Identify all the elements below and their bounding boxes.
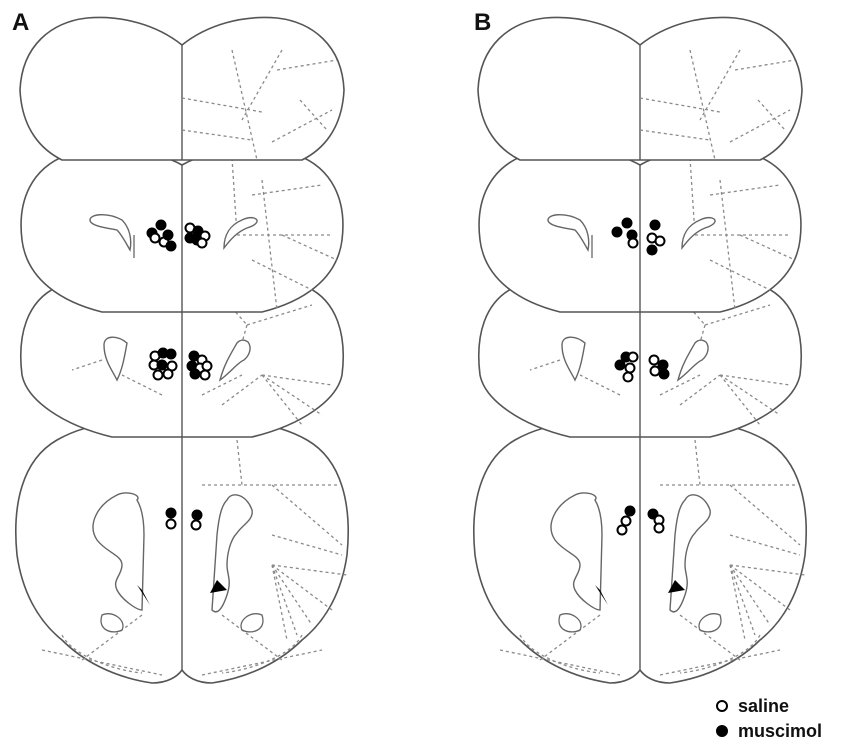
marker-saline (190, 519, 202, 531)
marker-muscimol (611, 226, 623, 238)
marker-muscimol (165, 348, 177, 360)
marker-muscimol (156, 359, 168, 371)
marker-muscimol (165, 507, 177, 519)
legend-muscimol-icon (716, 725, 728, 737)
marker-muscimol (155, 219, 167, 231)
panel-a-sections (14, 16, 350, 684)
marker-muscimol (614, 359, 626, 371)
marker-saline (162, 368, 174, 380)
panel-b-section-2 (478, 148, 802, 313)
panel-label-a: A (12, 9, 29, 36)
marker-saline (616, 524, 628, 536)
marker-saline (196, 237, 208, 249)
marker-saline (152, 369, 164, 381)
marker-saline (620, 515, 632, 527)
marker-muscimol (191, 509, 203, 521)
marker-saline (627, 237, 639, 249)
injection-sites (146, 217, 670, 536)
panel-b-section-4 (472, 421, 808, 684)
marker-saline (165, 518, 177, 530)
marker-saline (149, 232, 161, 244)
panel-a-section-1 (19, 16, 345, 161)
marker-saline (201, 360, 213, 372)
legend: saline muscimol (716, 696, 822, 741)
marker-saline (653, 522, 665, 534)
marker-saline (627, 351, 639, 363)
panel-label-b: B (474, 9, 491, 36)
marker-muscimol (649, 219, 661, 231)
marker-muscimol (657, 359, 669, 371)
marker-saline (654, 235, 666, 247)
panel-a-section-4 (14, 421, 350, 684)
marker-muscimol (624, 505, 636, 517)
marker-saline (199, 369, 211, 381)
legend-muscimol-label: muscimol (738, 721, 822, 741)
panel-b-sections (472, 16, 808, 684)
marker-saline (624, 362, 636, 374)
marker-muscimol (621, 217, 633, 229)
marker-muscimol (165, 240, 177, 252)
legend-saline-label: saline (738, 696, 789, 716)
marker-saline (648, 354, 660, 366)
marker-muscimol (646, 244, 658, 256)
legend-saline-icon (716, 700, 728, 712)
marker-saline (649, 365, 661, 377)
marker-muscimol (658, 368, 670, 380)
marker-muscimol (189, 368, 201, 380)
marker-saline (622, 371, 634, 383)
marker-muscimol (162, 229, 174, 241)
panel-b-section-1 (477, 16, 803, 161)
panel-a-section-2 (20, 148, 344, 313)
